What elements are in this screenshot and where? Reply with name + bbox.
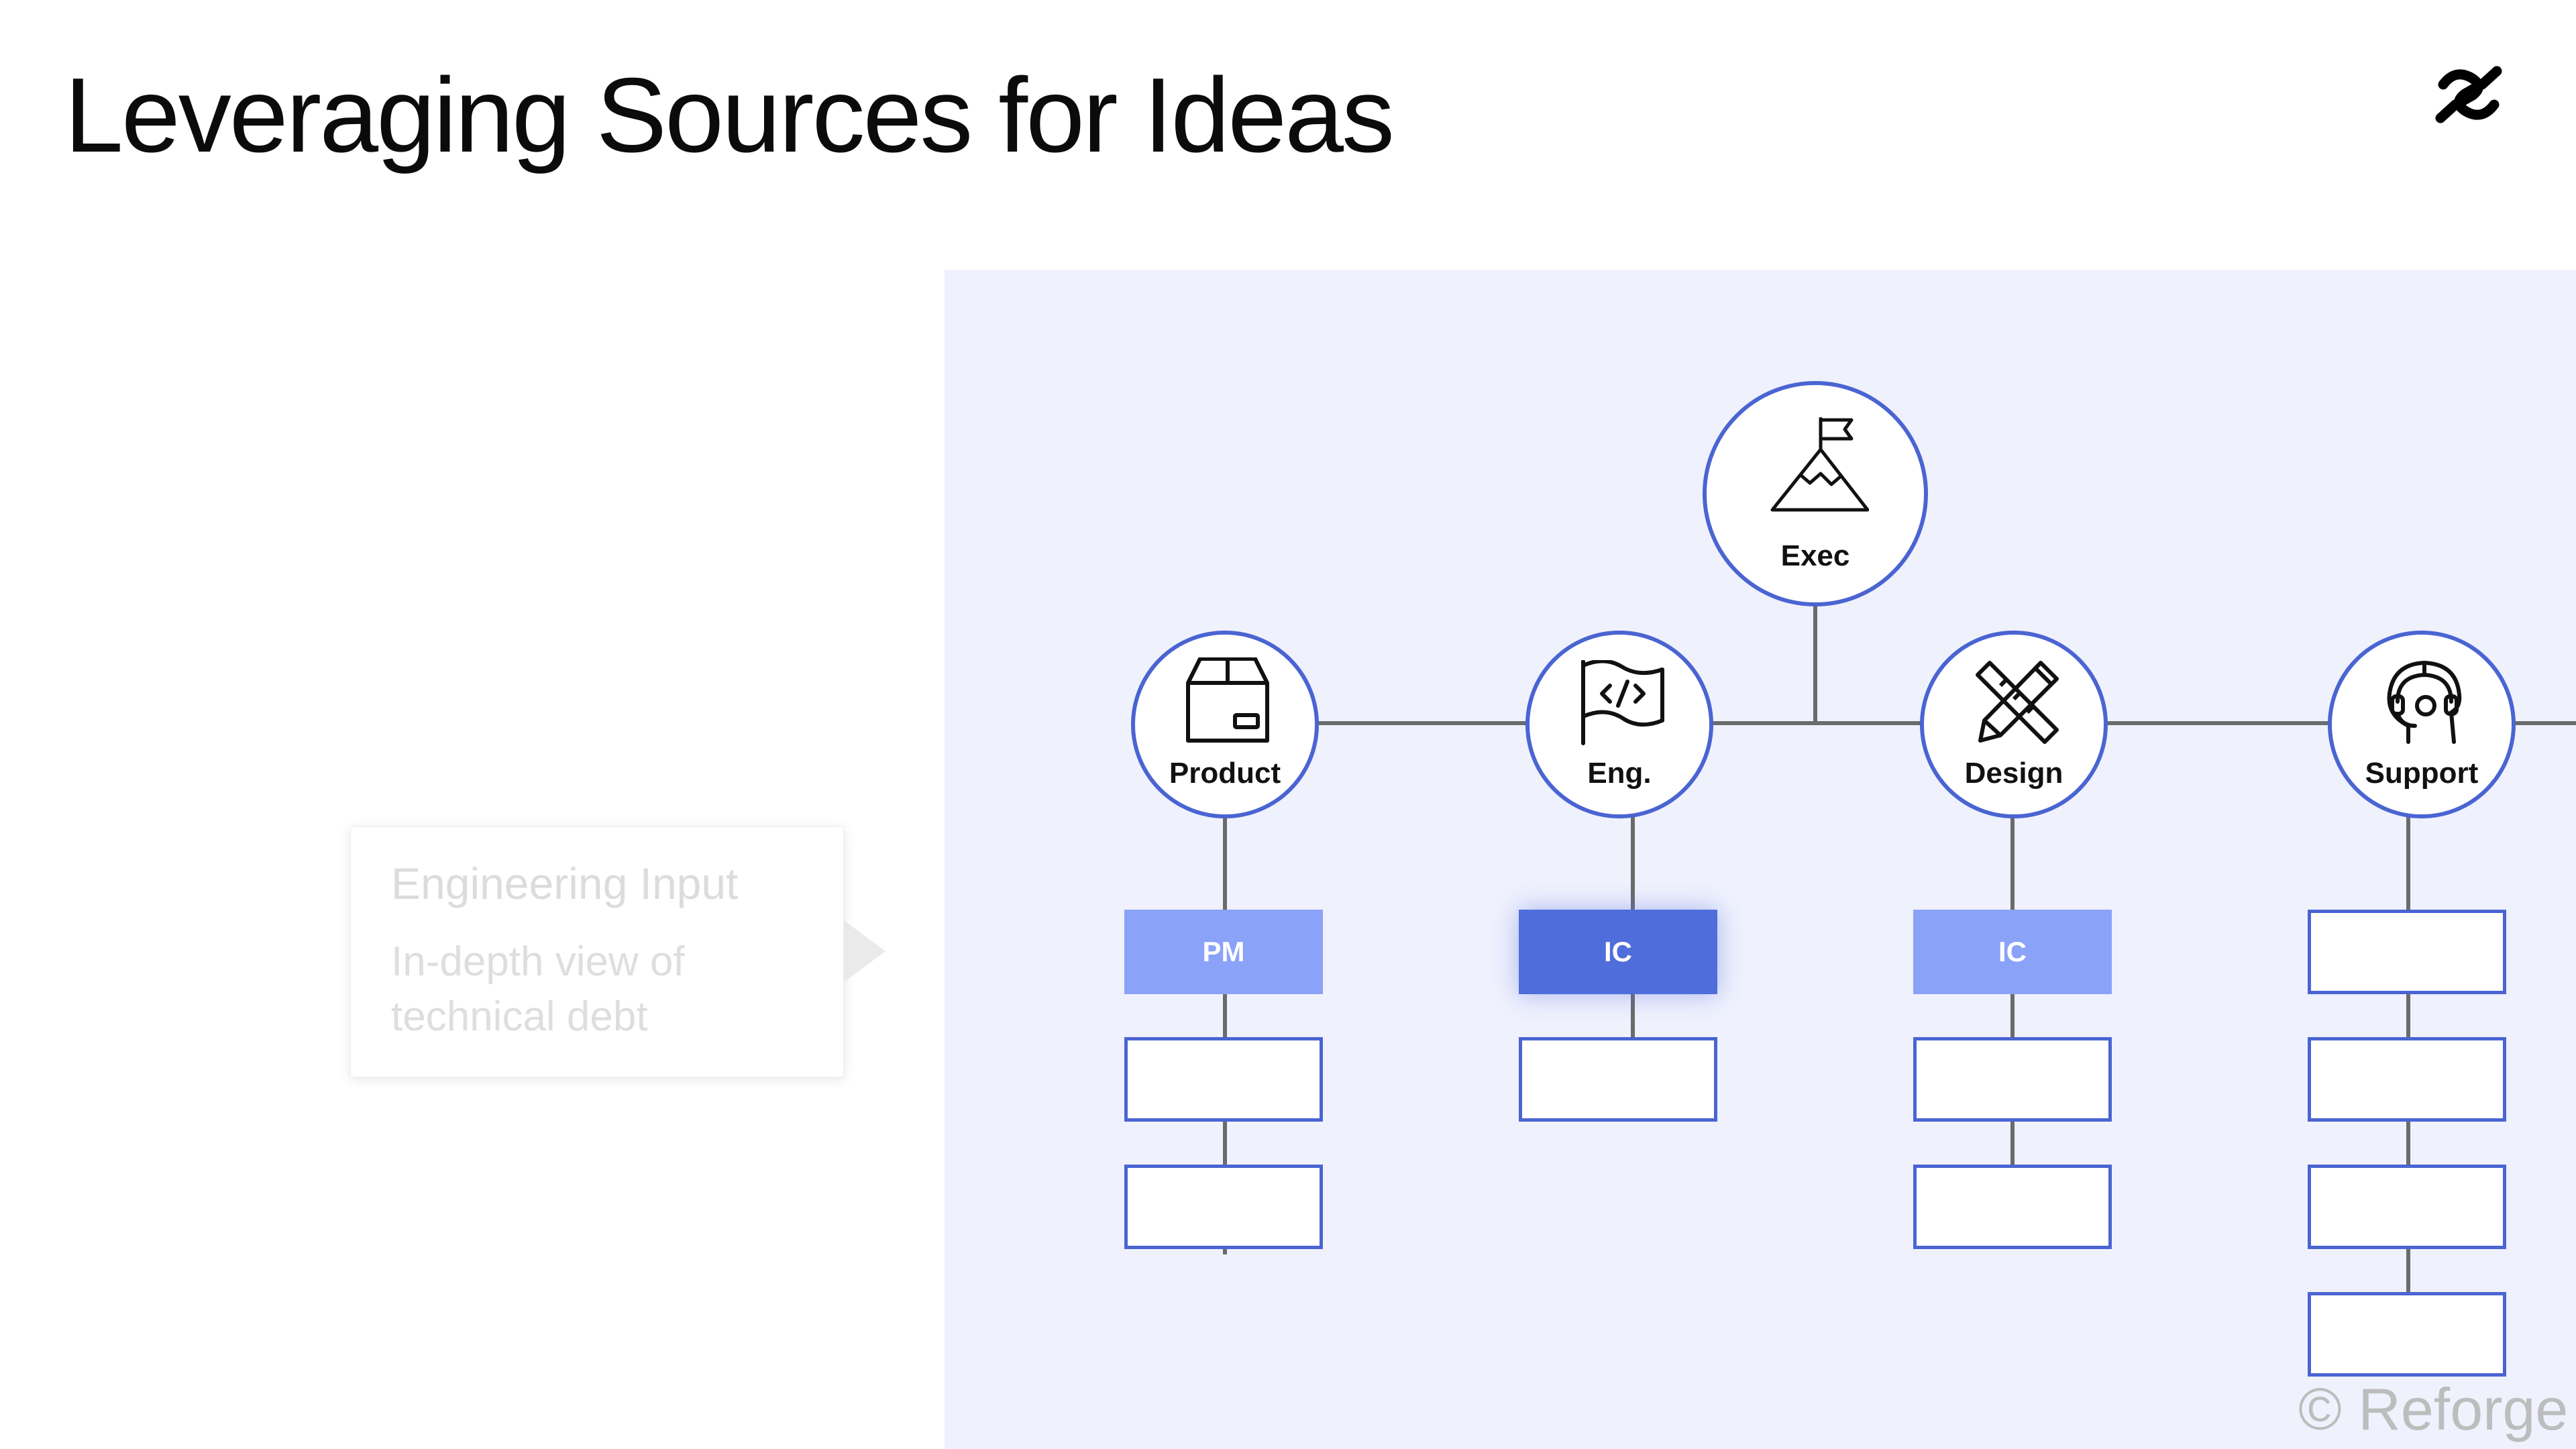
slide-title: Leveraging Sources for Ideas — [64, 56, 1395, 174]
support-empty-box — [2308, 1292, 2506, 1377]
reforge-logo-icon — [2435, 66, 2502, 123]
callout-text: In-depth view of technical debt — [391, 938, 685, 1040]
design-role-box: IC — [1913, 910, 2112, 994]
design-empty-box — [1913, 1037, 2112, 1122]
design-node: Design — [1920, 631, 2108, 818]
eng-empty-box — [1519, 1037, 1717, 1122]
headset-agent-icon — [2387, 661, 2462, 744]
exec-label: Exec — [1780, 539, 1850, 572]
pencil-ruler-icon — [1976, 661, 2059, 744]
product-empty-box — [1124, 1037, 1323, 1122]
package-box-icon — [1186, 657, 1269, 743]
exec-node: Exec — [1703, 381, 1928, 606]
code-flag-icon — [1581, 660, 1664, 745]
product-empty-box — [1124, 1165, 1323, 1249]
design-empty-box — [1913, 1165, 2112, 1249]
callout-title: Engineering Input — [391, 859, 739, 908]
mountain-flag-icon — [1770, 417, 1869, 512]
support-empty-box — [2308, 1165, 2506, 1249]
eng-node: Eng. — [1525, 631, 1713, 818]
support-node: Support — [2328, 631, 2516, 818]
support-role-box — [2308, 910, 2506, 994]
product-role-box: PM — [1124, 910, 1323, 994]
support-label: Support — [2365, 757, 2479, 790]
product-label: Product — [1169, 757, 1281, 790]
design-label: Design — [1964, 757, 2063, 790]
support-empty-box — [2308, 1037, 2506, 1122]
engineering-input-callout: Engineering Input In-depth view of techn… — [350, 826, 844, 1077]
callout-arrow — [844, 920, 885, 982]
eng-role-box: IC — [1519, 910, 1717, 994]
copyright-text: © Reforge — [2298, 1376, 2569, 1442]
eng-label: Eng. — [1587, 757, 1652, 790]
product-node: Product — [1131, 631, 1319, 818]
